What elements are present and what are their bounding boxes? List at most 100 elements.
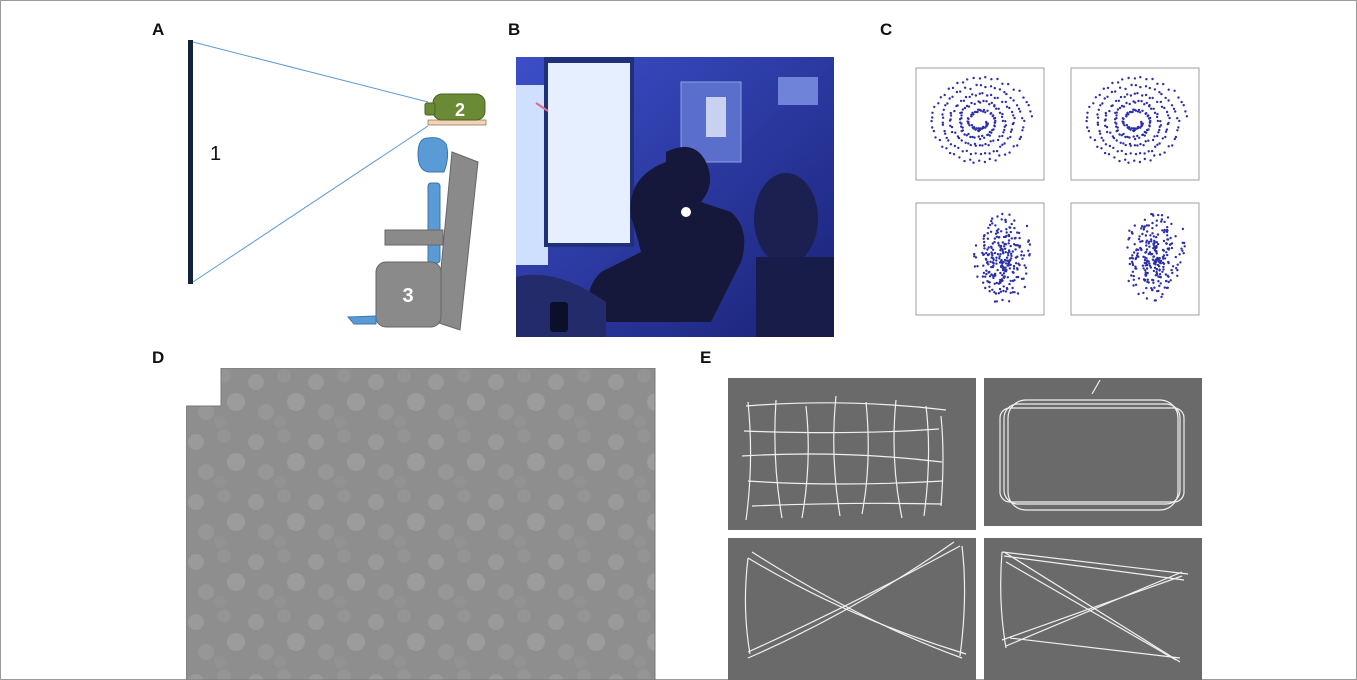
spiral-point (973, 255, 976, 258)
spiral-point (1000, 218, 1003, 221)
spiral-point (1099, 132, 1102, 135)
spiral-point (1023, 285, 1026, 289)
spiral-point (1112, 146, 1115, 150)
spiral-point (1164, 273, 1167, 276)
spiral-point (969, 135, 972, 139)
spiral-point (1023, 119, 1026, 123)
spiral-point (1155, 273, 1159, 276)
spiral-point (1141, 109, 1144, 112)
spiral-point (967, 142, 970, 145)
spiral-point (991, 288, 994, 291)
spiral-point (1158, 153, 1162, 156)
spiral-point (1014, 262, 1018, 265)
spiral-point (939, 96, 942, 99)
spiral-point (1120, 104, 1124, 108)
spiral-point (950, 130, 954, 134)
spiral-point (1155, 236, 1158, 239)
spiral-point (1131, 263, 1135, 267)
spiral-point (1184, 110, 1187, 113)
spiral-point (1115, 114, 1118, 117)
participant-silhouette (587, 146, 745, 322)
spiral-point (1005, 286, 1009, 290)
spiral-point (1127, 279, 1130, 283)
spiral-point (1165, 251, 1168, 254)
spiral-point (1181, 249, 1184, 252)
spiral-point (1124, 87, 1127, 91)
spiral-point (988, 152, 991, 155)
spiral-point (966, 78, 969, 81)
spiral-point (1110, 90, 1114, 94)
spiral-point (974, 144, 977, 147)
screen-marker: 1 (210, 143, 221, 165)
spiral-point (956, 81, 959, 85)
spiral-point (931, 116, 934, 119)
spiral-point (982, 237, 985, 240)
spiral-point (1001, 212, 1004, 216)
spiral-point (1135, 249, 1138, 252)
spiral-point (988, 157, 991, 161)
spiral-point (1107, 153, 1111, 156)
spiral-point (1152, 214, 1155, 217)
spiral-point (1008, 106, 1011, 110)
spiral-point (941, 123, 945, 126)
tracker-marker: 2 (455, 100, 465, 120)
spiral-point (1004, 251, 1007, 254)
spiral-point (990, 246, 993, 250)
spiral-point (1141, 232, 1144, 236)
spiral-point (1153, 260, 1157, 263)
spiral-point (1015, 104, 1019, 107)
spiral-point (998, 135, 1001, 138)
spiral-point (1143, 130, 1146, 134)
spiral-point (1137, 277, 1141, 280)
spiral-point (990, 273, 993, 276)
spiral-point (1182, 104, 1185, 107)
spiral-point (1163, 151, 1166, 154)
spiral-point (1181, 241, 1184, 244)
spiral-point (988, 223, 992, 227)
spiral-point (1135, 267, 1138, 270)
spiral-point (991, 242, 994, 245)
spiral-point (995, 262, 998, 265)
spiral-point (982, 271, 986, 275)
spiral-point (988, 130, 991, 134)
spiral-point (1092, 102, 1095, 105)
spiral-point (1142, 267, 1145, 270)
spiral-point (952, 153, 956, 156)
spiral-point (957, 146, 960, 150)
spiral-point (981, 275, 985, 278)
spiral-point (982, 253, 985, 257)
spiral-point (1151, 227, 1154, 230)
setup-diagram: 1 2 3 (170, 30, 500, 340)
spiral-point (1167, 99, 1170, 102)
spiral-point (978, 159, 981, 162)
spiral-point (981, 134, 984, 138)
spiral-point (1156, 242, 1160, 246)
spiral-point (988, 270, 991, 274)
spiral-point (958, 156, 961, 159)
spiral-plot-4 (1070, 202, 1200, 316)
spiral-point (1157, 280, 1160, 283)
spiral-point (1141, 239, 1144, 243)
spiral-point (960, 114, 963, 117)
spiral-point (1146, 230, 1149, 233)
spiral-point (997, 292, 1001, 295)
spiral-point (1153, 286, 1156, 289)
spiral-point (1024, 266, 1028, 269)
spiral-point (968, 124, 971, 127)
spiral-point (969, 87, 972, 91)
spiral-point (1098, 93, 1101, 97)
spiral-point (1167, 114, 1170, 117)
spiral-point (1164, 130, 1168, 133)
spiral-point (1145, 297, 1149, 300)
spiral-point (1022, 96, 1025, 99)
spiral-plot-1 (915, 67, 1045, 181)
spiral-point (998, 287, 1002, 291)
spiral-point (974, 256, 978, 259)
spiral-point (1132, 278, 1135, 281)
spiral-point (1146, 271, 1149, 275)
spiral-point (1115, 111, 1118, 114)
spiral-point (1173, 137, 1176, 141)
spiral-point (1167, 145, 1170, 148)
spiral-point (1134, 152, 1138, 156)
spiral-point (941, 113, 944, 116)
